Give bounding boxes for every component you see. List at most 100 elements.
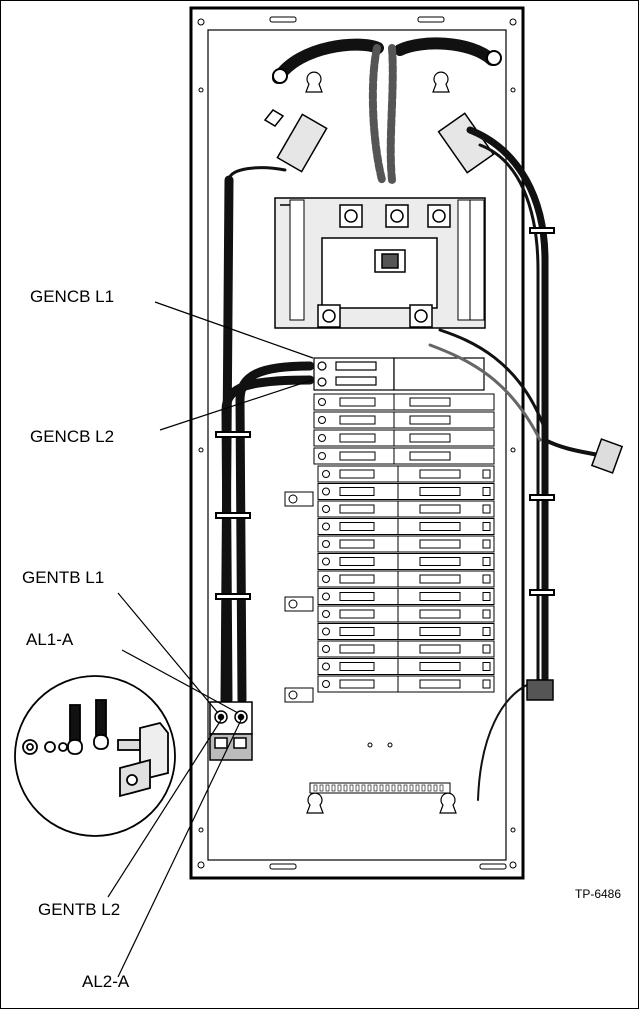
ground-bar-hole <box>397 784 402 792</box>
ground-bar-hole <box>433 784 438 792</box>
breaker-label <box>419 627 461 636</box>
ground-bar-hole <box>427 784 432 792</box>
ground-bar-hole <box>415 784 420 792</box>
breaker-screw <box>482 662 491 671</box>
breaker-screw <box>482 627 491 636</box>
lug-detail-inset <box>14 675 176 837</box>
breaker-label <box>419 504 461 514</box>
breaker-screw <box>318 452 326 460</box>
breaker-screw <box>322 540 330 548</box>
breaker-screw <box>482 539 491 549</box>
label-gencb-l2: GENCB L2 <box>30 427 115 446</box>
ground-bar-hole <box>373 784 378 792</box>
breaker-screw <box>322 505 330 513</box>
breaker-screw <box>482 644 491 654</box>
breaker-screw <box>482 469 491 479</box>
breaker-label <box>339 469 375 479</box>
ground-bar-hole <box>337 784 342 792</box>
breaker-screw <box>318 416 326 424</box>
ground-bar-holes <box>313 784 444 792</box>
breaker-label <box>339 644 375 654</box>
breaker-screw <box>322 680 330 688</box>
breaker-label <box>419 487 461 496</box>
breaker-label <box>339 627 375 636</box>
ground-bar-hole <box>421 784 426 792</box>
breaker-label <box>419 522 461 531</box>
ground-bar-hole <box>355 784 360 792</box>
breaker-screw <box>482 504 491 514</box>
breaker-label <box>419 469 461 479</box>
branch-breakers <box>284 393 495 703</box>
leader-lines <box>107 301 314 978</box>
ground-bar-hole <box>331 784 336 792</box>
breaker-label <box>339 415 376 425</box>
breaker-screw <box>482 522 491 531</box>
ground-bar-hole <box>403 784 408 792</box>
breaker-screw <box>322 487 330 496</box>
breaker-label <box>339 397 376 407</box>
breaker-label <box>419 662 461 671</box>
ground-bar-hole <box>439 784 444 792</box>
breaker-label <box>339 557 375 566</box>
neutral-bus-strips <box>289 199 485 321</box>
breaker-screw <box>322 470 330 478</box>
ground-bar-hole <box>361 784 366 792</box>
breaker-screw <box>482 679 491 689</box>
breaker-label <box>339 504 375 514</box>
breaker-label <box>409 397 451 407</box>
breaker-label <box>409 415 451 425</box>
breaker-label <box>409 433 451 443</box>
breaker-label <box>419 679 461 689</box>
panel-tab-hole <box>288 599 298 609</box>
breaker-label <box>339 662 375 671</box>
ground-bar-hole <box>343 784 348 792</box>
breaker-label <box>419 539 461 549</box>
label-al1-a: AL1-A <box>26 630 74 649</box>
breaker-label <box>339 609 375 619</box>
breaker-label <box>419 574 461 584</box>
service-cables <box>272 37 502 184</box>
label-gencb-l1: GENCB L1 <box>30 287 115 306</box>
ground-bar-hole <box>391 784 396 792</box>
breaker-screw <box>482 487 491 496</box>
label-al2-a: AL2-A <box>82 972 130 991</box>
breaker-screw <box>482 574 491 584</box>
breaker-screw <box>322 522 330 531</box>
breaker-screw <box>318 398 326 406</box>
surge-devices <box>263 109 495 174</box>
breaker-screw <box>322 662 330 671</box>
breaker-screw <box>482 557 491 566</box>
breaker-screw <box>322 557 330 566</box>
breaker-label <box>339 574 375 584</box>
ground-bar-hole <box>313 784 318 792</box>
ground-bar-hole <box>367 784 372 792</box>
breaker-label <box>339 522 375 531</box>
breaker-label <box>419 609 461 619</box>
breaker-screw <box>322 592 330 601</box>
breaker-label <box>339 487 375 496</box>
figure-id: TP-6486 <box>575 887 622 901</box>
breaker-screw <box>322 645 330 653</box>
generator-circuit-breaker <box>313 357 485 391</box>
breaker-label <box>419 644 461 654</box>
ground-bar-hole <box>409 784 414 792</box>
breaker-label <box>339 451 376 461</box>
breaker-label <box>409 451 451 461</box>
breaker-label <box>339 592 375 601</box>
panel-tab-hole <box>288 690 298 700</box>
breaker-screw <box>482 592 491 601</box>
ground-bar-hole <box>325 784 330 792</box>
ground-bar-hole <box>385 784 390 792</box>
breaker-label <box>339 679 375 689</box>
cable-ties-left <box>215 431 251 600</box>
cable-connector <box>526 438 624 701</box>
breaker-label <box>419 592 461 601</box>
mounting-keyholes <box>305 71 457 814</box>
cable-ties-right <box>529 227 555 596</box>
ground-bar-hole <box>379 784 384 792</box>
breaker-screw <box>322 575 330 583</box>
breaker-screw <box>318 434 326 442</box>
breaker-screw <box>322 610 330 618</box>
breaker-label <box>419 557 461 566</box>
